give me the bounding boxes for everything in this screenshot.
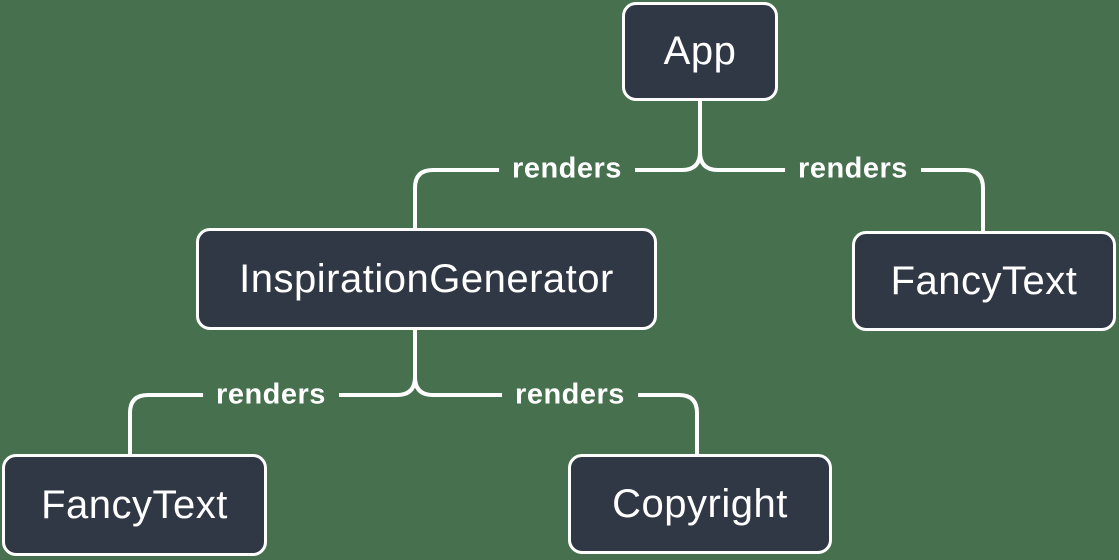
- edge-label-inspirationgenerator-fancytext: renders: [203, 376, 339, 414]
- node-fancytext-top: FancyText: [852, 231, 1116, 331]
- edge-label-app-fancytext: renders: [785, 150, 921, 188]
- node-copyright: Copyright: [568, 454, 832, 554]
- edge-label-inspirationgenerator-copyright: renders: [502, 376, 638, 414]
- node-fancytext-bottom: FancyText: [2, 454, 267, 556]
- edge-label-app-inspirationgenerator: renders: [499, 150, 635, 188]
- node-app: App: [622, 2, 778, 101]
- node-inspiration-generator: InspirationGenerator: [196, 228, 657, 330]
